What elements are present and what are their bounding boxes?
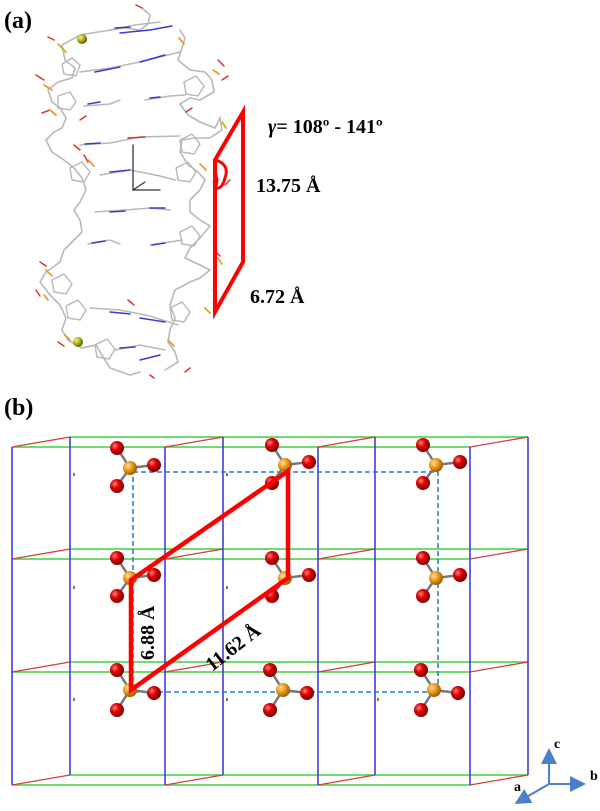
phosphate-group [416,438,467,490]
metal-atom [73,337,83,347]
c-axis-label: c [554,737,560,752]
length-6-72-label: 6.72 Å [250,285,305,308]
phosphate-group [416,551,467,603]
dna-helix-model [35,4,231,379]
lattice-grid [11,436,529,786]
panel-b-label: (b) [4,395,33,421]
panel-a: (a) [4,4,383,379]
gamma-range: = 108º - 141º [276,116,383,138]
phosphate-groups [110,438,467,717]
phosphate-group [414,663,465,717]
phosphate-group [263,663,314,717]
crystal-axes-indicator: c b a [514,737,598,805]
panel-b: (b) [4,395,598,805]
panel-a-label: (a) [4,8,32,34]
unit-cell-outline-a [212,104,245,320]
length-11-62-label: 11.62 Å [201,618,266,675]
phosphate-group [110,663,161,717]
length-6-88-label: 6.88 Å [136,605,159,660]
a-axis-label: a [514,780,521,795]
length-13-75-label: 13.75 Å [256,174,321,197]
unit-cell-outline-b [128,466,291,695]
b-axis-label: b [590,769,598,784]
gamma-angle-label: γ= 108º - 141º [268,116,383,138]
metal-atom [77,34,87,44]
gamma-symbol: γ [268,116,277,138]
a-axis-arrow [514,783,550,805]
phosphate-group [110,441,161,493]
